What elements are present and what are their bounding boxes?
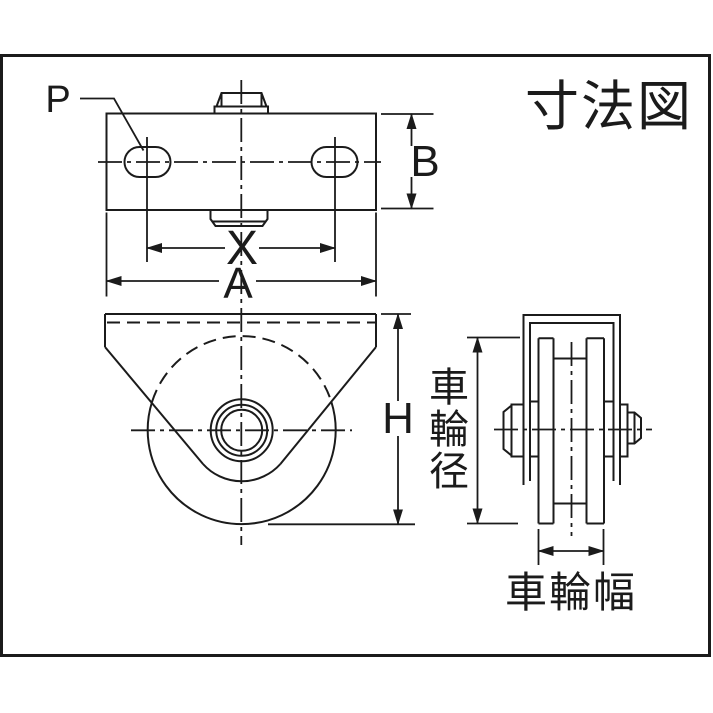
bottom-nut [209,209,269,227]
hole-center-extension-lines [146,137,336,262]
bracket-notch-arc [202,463,282,483]
bracket-top-and-sides [104,313,377,347]
label-height-h: H [382,394,414,443]
label-wheel-width: 車輪幅 [504,569,638,616]
channel-outer [522,314,621,485]
page-title: 寸法図 [525,77,693,137]
drawing-frame [0,54,711,657]
label-hole-pitch-x: X [225,222,259,275]
wheel-flange-caps [538,337,604,525]
label-plate-width-a: A [223,259,253,308]
wheel-tread-edges [553,357,587,505]
top-view [80,80,434,545]
label-hole-p: P [45,79,71,121]
axle-left-boss [502,403,524,458]
label-wheel-diameter: 車輪径 [423,366,467,492]
hub-spacers [530,400,614,458]
side-view [467,314,652,565]
wheel-flange-inner-edges [552,338,588,524]
axle-right-nut [620,403,642,458]
front-view [104,313,415,526]
wheel-faces [537,338,605,524]
wheel-visible-arc [146,401,337,526]
label-plate-depth-b: B [410,137,440,186]
bracket-right-diagonal [279,346,377,465]
top-bolt-flange [213,105,269,115]
bracket-left-diagonal [104,346,204,465]
wheel-hidden-arc [151,335,333,403]
p-leader-line [80,97,145,151]
